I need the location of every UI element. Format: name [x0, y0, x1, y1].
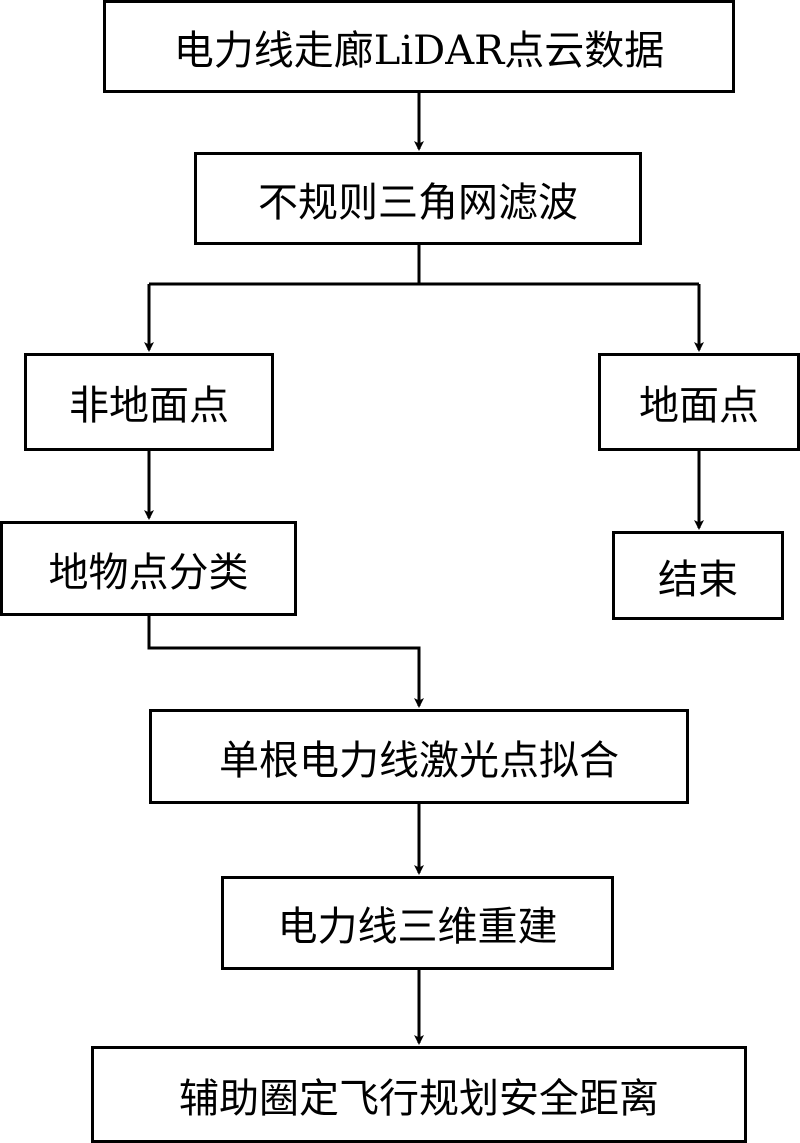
arrow-classify-to-fitting	[147, 616, 424, 708]
node-flight-safety-distance: 辅助圈定飞行规划安全距离	[91, 1046, 747, 1143]
node-3d-reconstruction: 电力线三维重建	[221, 876, 614, 970]
node-end: 结束	[612, 531, 784, 620]
node-ground-points: 地面点	[598, 353, 800, 451]
node-tin-filter: 不规则三角网滤波	[194, 152, 642, 245]
node-object-classification: 地物点分类	[0, 521, 297, 616]
node-non-ground-points: 非地面点	[24, 353, 274, 451]
split-line-filter	[149, 245, 699, 286]
node-lidar-data: 电力线走廊LiDAR点云数据	[103, 0, 735, 93]
node-single-line-fitting: 单根电力线激光点拟合	[149, 709, 689, 804]
